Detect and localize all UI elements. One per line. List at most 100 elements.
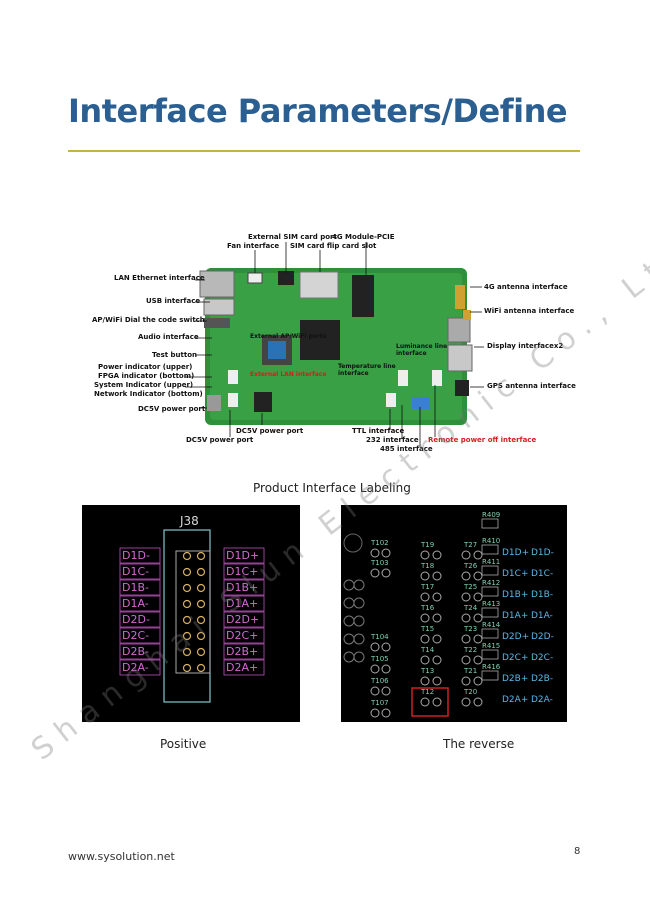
reverse-resistor-label: R413	[482, 600, 500, 608]
reverse-mid-testpoint: T12	[420, 688, 434, 696]
positive-left-pin: D2A-	[122, 661, 149, 674]
reverse-right-testpoint: T22	[463, 646, 477, 654]
label-remote-power-off: Remote power off interface	[428, 436, 537, 444]
reverse-caption: The reverse	[443, 737, 515, 751]
footer-url: www.sysolution.net	[68, 850, 175, 863]
reverse-left-testpoint: T102	[370, 539, 389, 547]
label-temperature: Temperature line interface	[338, 363, 396, 377]
reverse-resistor-label: R411	[482, 558, 500, 566]
board-diagram: External SIM card port 4G Module-PCIE Fa…	[0, 225, 650, 465]
reverse-signal-b: D2D-	[531, 632, 554, 642]
reverse-right-testpoint: T26	[463, 562, 478, 570]
label-usb: USB interface	[146, 297, 201, 305]
reverse-signal-b: D1D-	[531, 548, 554, 558]
positive-left-pin: D2C-	[122, 629, 149, 642]
reverse-signal-b: D2A-	[531, 695, 553, 705]
reverse-signal-b: D1A-	[531, 611, 553, 621]
label-external-lan: External LAN interface	[250, 371, 327, 378]
label-dc5v-port-2: DC5V power port	[236, 427, 304, 435]
reverse-signal-a: D2D+	[502, 632, 529, 642]
label-network-indicator: Network Indicator (bottom)	[94, 390, 203, 398]
positive-image: J38 D1D-D1C-D1B-D1A-D2D-D2C-D2B-D2A- D1D…	[82, 505, 300, 722]
positive-right-pin: D2C+	[226, 629, 258, 642]
positive-right-pin: D1B+	[226, 581, 258, 594]
label-test: Test button	[152, 351, 198, 359]
reverse-left-testpoint: T103	[370, 559, 389, 567]
reverse-signal-a: D1C+	[502, 569, 528, 579]
reverse-signal-a: D2A+	[502, 695, 528, 705]
positive-left-pin: D1C-	[122, 565, 149, 578]
positive-right-pin: D2A+	[226, 661, 258, 674]
label-gps-antenna: GPS antenna interface	[487, 382, 576, 390]
reverse-left-testpoint: T105	[370, 655, 389, 663]
reverse-right-testpoint: T21	[463, 667, 477, 675]
positive-left-pin: D1B-	[122, 581, 149, 594]
reverse-left-testpoint: T106	[370, 677, 389, 685]
reverse-signal-a: D2B+	[502, 674, 528, 684]
reverse-mid-testpoint: T13	[420, 667, 434, 675]
positive-right-pin: D1C+	[226, 565, 258, 578]
positive-left-pin: D2D-	[122, 613, 150, 626]
label-sim-flip: SIM card flip card slot	[290, 242, 377, 250]
reverse-signal-b: D2C-	[531, 653, 553, 663]
reverse-signal-a: D1B+	[502, 590, 528, 600]
positive-left-pin: D1D-	[122, 549, 150, 562]
label-fan: Fan interface	[227, 242, 280, 250]
positive-left-pin: D1A-	[122, 597, 149, 610]
label-ttl: TTL interface	[352, 427, 405, 435]
reverse-right-testpoint: T27	[463, 541, 477, 549]
board-photo	[185, 242, 484, 447]
label-dc5v-port-3: DC5V power port	[186, 436, 254, 444]
reverse-mid-testpoint: T18	[420, 562, 434, 570]
label-system-indicator: System Indicator (upper)	[94, 381, 194, 389]
positive-header: J38	[179, 514, 199, 528]
reverse-resistor-label: R412	[482, 579, 500, 587]
reverse-signal-a: D1A+	[502, 611, 528, 621]
reverse-signal-b: D1B-	[531, 590, 553, 600]
label-audio: Audio interface	[138, 333, 199, 341]
page-number: 8	[574, 846, 581, 857]
label-232: 232 interface	[366, 436, 419, 444]
label-display: Display interfacex2	[487, 342, 564, 350]
label-fpga-indicator: FPGA indicator (bottom)	[98, 372, 195, 380]
reverse-left-testpoint: T104	[370, 633, 389, 641]
label-4g-antenna: 4G antenna interface	[484, 283, 568, 291]
reverse-resistor-label: R415	[482, 642, 500, 650]
reverse-mid-testpoint: T14	[420, 646, 435, 654]
reverse-left-testpoint: T107	[370, 699, 389, 707]
positive-right-pin: D2B+	[226, 645, 258, 658]
label-4g-module: 4G Module-PCIE	[332, 233, 395, 241]
reverse-signal-b: D2B-	[531, 674, 553, 684]
label-luminance: Luminance line interface	[396, 343, 448, 357]
reverse-signal-b: D1C-	[531, 569, 553, 579]
reverse-right-testpoint: T25	[463, 583, 477, 591]
reverse-resistor-label: R416	[482, 663, 501, 671]
label-wifi-antenna: WiFi antenna interface	[484, 307, 575, 315]
reverse-resistor-label: R409	[482, 511, 500, 519]
product-caption: Product Interface Labeling	[253, 481, 411, 495]
reverse-signal-a: D2C+	[502, 653, 528, 663]
reverse-signal-a: D1D+	[502, 548, 529, 558]
label-power-indicator: Power indicator (upper)	[98, 363, 193, 371]
label-ap-wifi: AP/WiFi Dial the code switch	[92, 316, 205, 324]
positive-right-pin: D2D+	[226, 613, 259, 626]
reverse-mid-testpoint: T15	[420, 625, 434, 633]
positive-right-pin: D1D+	[226, 549, 259, 562]
reverse-mid-testpoint: T16	[420, 604, 435, 612]
reverse-right-testpoint: T24	[463, 604, 478, 612]
reverse-right-testpoint: T20	[463, 688, 477, 696]
reverse-mid-testpoint: T17	[420, 583, 434, 591]
label-external-ap-wifi: External AP/WiFi ports	[250, 333, 327, 340]
reverse-right-testpoint: T23	[463, 625, 477, 633]
label-lan: LAN Ethernet interface	[114, 274, 205, 282]
label-dc5v-port-1: DC5V power port	[138, 405, 206, 413]
positive-right-pin: D1A+	[226, 597, 258, 610]
positive-caption: Positive	[160, 737, 207, 751]
label-external-sim: External SIM card port	[248, 233, 337, 241]
title-underline	[68, 150, 580, 152]
reverse-resistor-label: R414	[482, 621, 501, 629]
reverse-resistor-label: R410	[482, 537, 500, 545]
page-title: Interface Parameters/Define	[68, 92, 568, 130]
reverse-mid-testpoint: T19	[420, 541, 434, 549]
